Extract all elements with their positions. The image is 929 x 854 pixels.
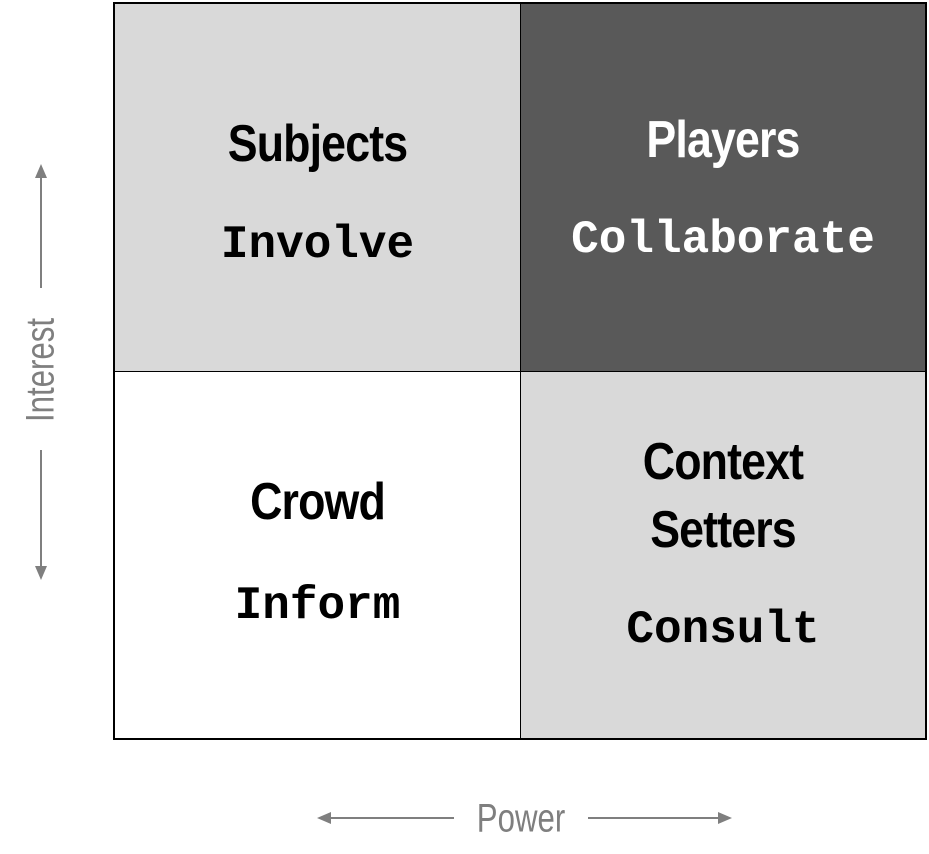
power-axis-label: Power	[476, 796, 566, 841]
power-axis-line-left	[330, 817, 454, 819]
quadrant-crowd: Crowd Inform	[115, 372, 521, 738]
quadrant-title-players: Players	[646, 111, 800, 169]
quadrant-subjects: Subjects Involve	[115, 4, 521, 372]
quadrant-players: Players Collaborate	[521, 4, 925, 372]
quadrant-title-context: Context	[642, 433, 804, 491]
quadrant-context-setters: Context Setters Consult	[521, 372, 925, 738]
interest-arrow-up-icon	[35, 164, 47, 178]
quadrant-action-involve: Involve	[220, 219, 415, 271]
stakeholder-matrix: Subjects Involve Players Collaborate Cro…	[113, 2, 927, 740]
quadrant-action-consult: Consult	[626, 604, 820, 656]
interest-arrow-down-icon	[35, 566, 47, 580]
quadrant-title-subjects: Subjects	[227, 115, 408, 173]
power-axis-line-right	[588, 817, 720, 819]
quadrant-action-collaborate: Collaborate	[571, 214, 875, 266]
quadrant-title-setters: Setters	[650, 501, 796, 559]
quadrant-action-inform: Inform	[234, 580, 401, 632]
interest-axis-label: Interest	[18, 317, 63, 423]
power-arrow-right-icon	[718, 812, 732, 824]
interest-axis-line-bottom	[40, 450, 42, 568]
quadrant-title-crowd: Crowd	[250, 473, 386, 531]
power-arrow-left-icon	[317, 812, 331, 824]
interest-axis-line-top	[40, 176, 42, 288]
